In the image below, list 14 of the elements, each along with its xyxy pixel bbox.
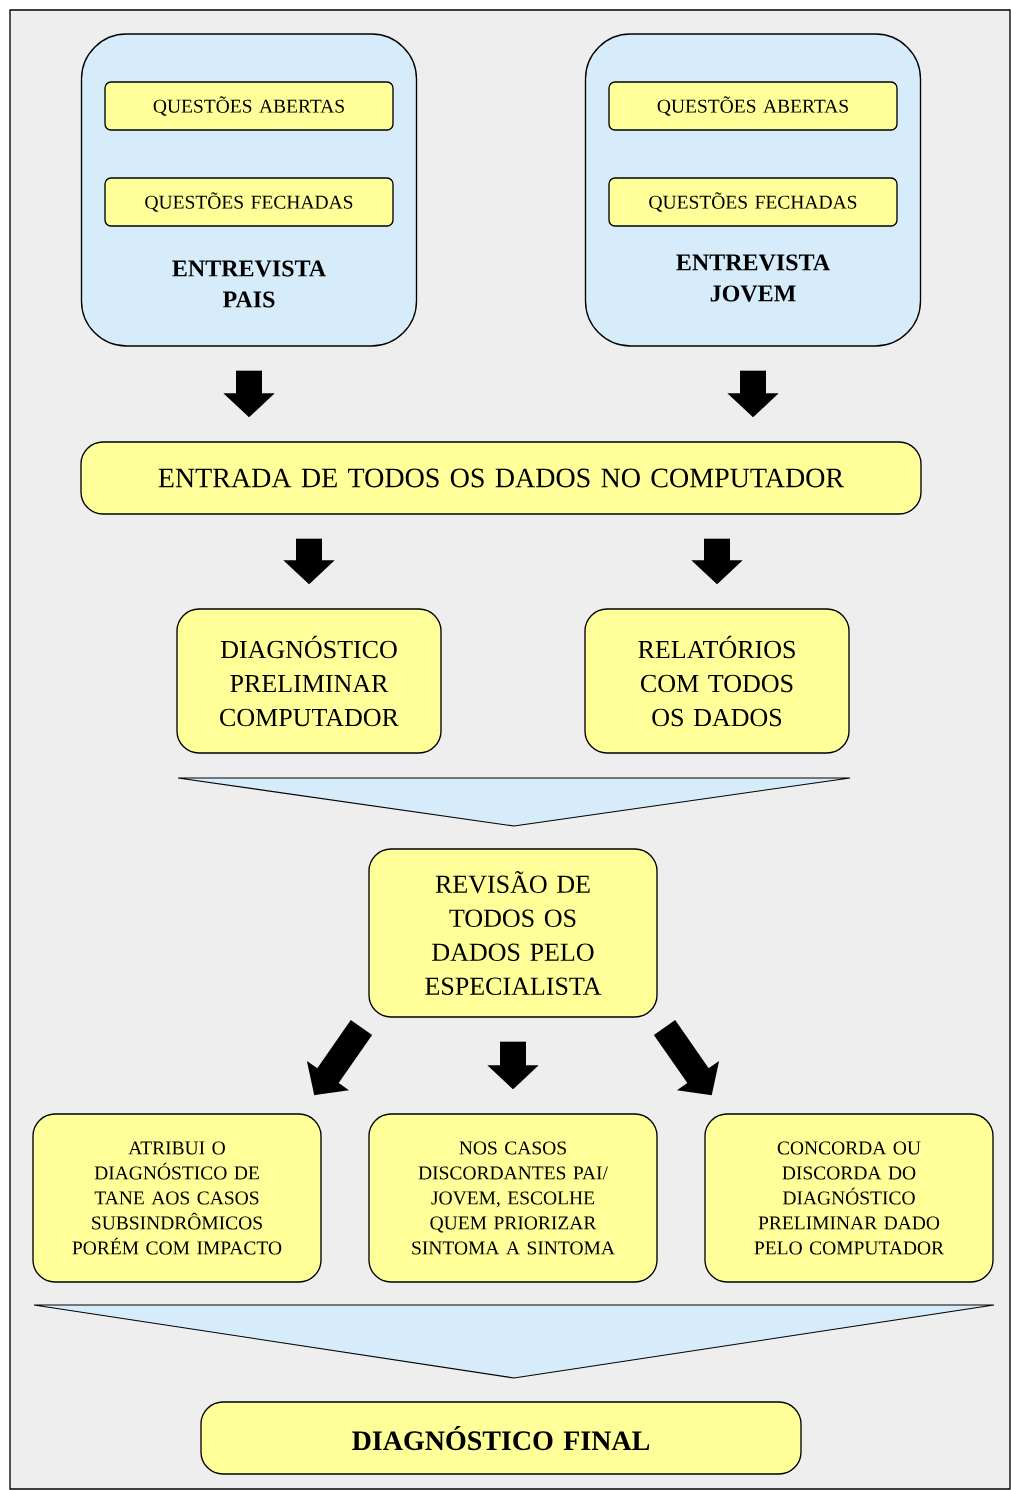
funnel-triangle (177, 777, 851, 827)
funnel-triangle (33, 1304, 995, 1379)
process-box: DIAGNÓSTICO FINAL (200, 1401, 802, 1475)
question-box: QUESTÕES FECHADAS (104, 177, 394, 227)
question-box: QUESTÕES FECHADAS (608, 177, 898, 227)
process-box: CONCORDA OU DISCORDA DO DIAGNÓSTICO PRELIMINAR DADO PELO COMPUTADOR (704, 1113, 994, 1283)
process-box: RELATÓRIOS COM TODOS OS DADOS (584, 608, 850, 754)
process-box: REVISÃO DE TODOS OS DADOS PELO ESPECIALISTA (368, 848, 658, 1018)
process-box: NOS CASOS DISCORDANTES PAI/ JOVEM, ESCOLHE QUEM PRIORIZAR SINTOMA A SINTOMA (368, 1113, 658, 1283)
question-box: QUESTÕES ABERTAS (104, 81, 394, 131)
question-box: QUESTÕES ABERTAS (608, 81, 898, 131)
process-box: DIAGNÓSTICO PRELIMINAR COMPUTADOR (176, 608, 442, 754)
process-box: ENTRADA DE TODOS OS DADOS NO COMPUTADOR (80, 441, 922, 515)
process-box: ATRIBUI O DIAGNÓSTICO DE TANE AOS CASOS SUBSINDRÔMICOS PORÉM COM IMPACTO (32, 1113, 322, 1283)
